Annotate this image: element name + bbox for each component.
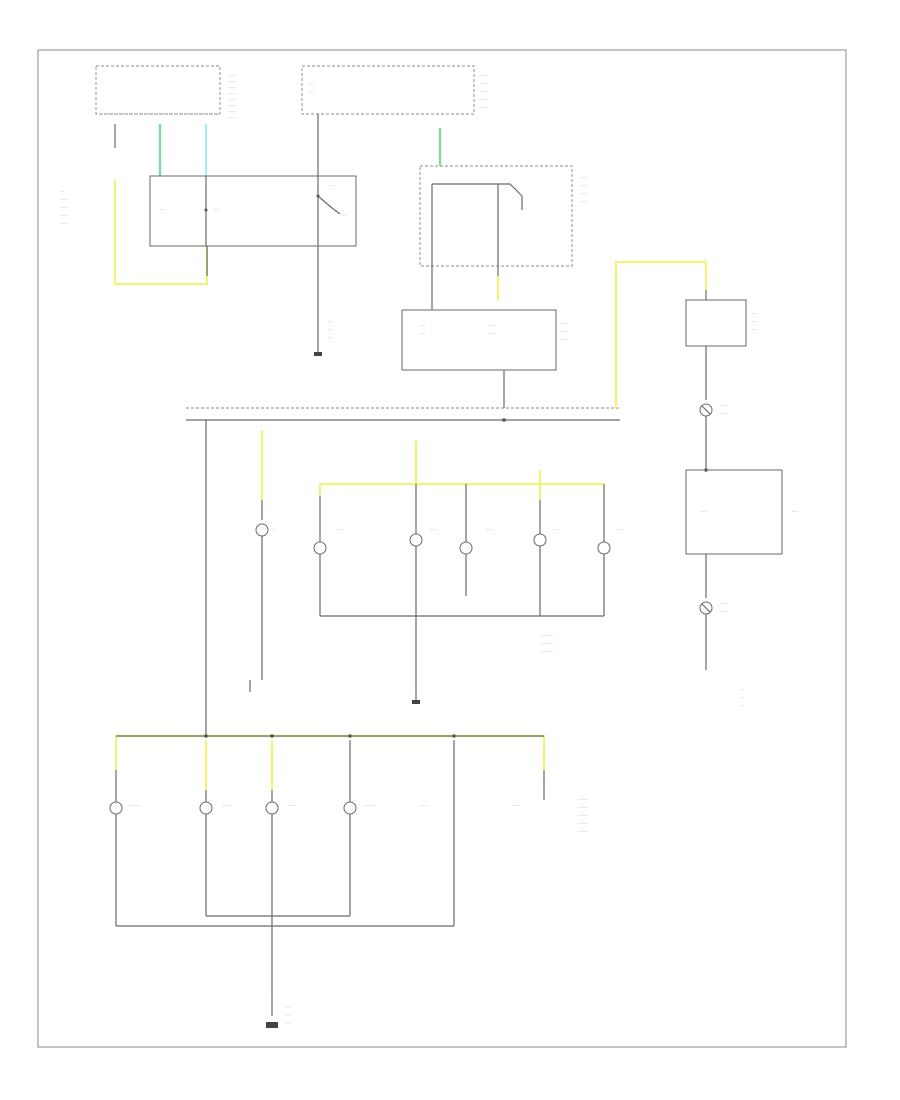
lamp-mid-1	[255, 523, 269, 537]
svg-text:............: ............	[540, 648, 553, 653]
svg-text:.......: .......	[228, 84, 236, 89]
right-connector-box	[685, 299, 747, 347]
svg-text:......: ......	[486, 526, 493, 531]
svg-text:.......: .......	[480, 72, 488, 77]
svg-text:......: ......	[580, 198, 587, 203]
svg-text:......: ......	[722, 608, 729, 613]
ground-top	[314, 346, 322, 356]
svg-text:.......: .......	[60, 204, 68, 209]
lamp-mid-6	[597, 541, 611, 555]
svg-text:.......: .......	[228, 90, 236, 95]
svg-text:....: ....	[214, 206, 218, 211]
svg-text:......: ......	[560, 320, 567, 325]
svg-text:.......: .......	[228, 102, 236, 107]
svg-text:.......: .......	[60, 196, 68, 201]
svg-text:......: ......	[616, 526, 623, 531]
svg-text:....: ....	[60, 188, 64, 193]
svg-text:....: ....	[270, 526, 274, 531]
svg-text:.......: .......	[60, 220, 68, 225]
svg-text:.......: .......	[288, 802, 296, 807]
svg-text:.......: .......	[228, 114, 236, 119]
svg-text:......: ......	[336, 526, 343, 531]
svg-text:........: ........	[578, 828, 587, 833]
right-switch-box	[685, 469, 783, 555]
lamp-mid-2	[313, 541, 327, 555]
svg-text:.......: .......	[480, 104, 488, 109]
svg-text:....: ....	[740, 702, 744, 707]
svg-text:......: ......	[722, 402, 729, 407]
svg-text:.......: .......	[228, 108, 236, 113]
middle-control-module	[401, 309, 557, 371]
svg-text:........: ........	[578, 820, 587, 825]
svg-text:....: ....	[286, 1004, 290, 1009]
svg-text:......: ......	[580, 174, 587, 179]
ground-middle	[412, 690, 420, 704]
svg-text:....: ....	[740, 694, 744, 699]
svg-text:....: ....	[328, 334, 332, 339]
svg-text:.........: .........	[364, 802, 374, 807]
svg-text:.....: .....	[490, 330, 496, 335]
ground-bottom	[266, 996, 278, 1028]
left-module-box	[149, 175, 357, 247]
svg-text:............: ............	[540, 632, 553, 637]
top-left-connector	[95, 65, 221, 115]
svg-text:............: ............	[540, 640, 553, 645]
lamp-bottom-1	[109, 801, 123, 815]
svg-text:....: ....	[328, 326, 332, 331]
svg-text:....: ....	[286, 1020, 290, 1025]
svg-text:.....: .....	[490, 322, 496, 327]
svg-text:.....: .....	[160, 206, 166, 211]
svg-text:......: ......	[554, 526, 561, 531]
svg-text:.....: .....	[752, 310, 758, 315]
svg-text:.....: .....	[420, 330, 426, 335]
svg-text:.......: .......	[228, 96, 236, 101]
svg-text:....: ....	[286, 1012, 290, 1017]
svg-text:......: ......	[580, 182, 587, 187]
yellow-lamp-bus-mid	[318, 482, 604, 496]
lamp-mid-4	[459, 541, 473, 555]
svg-text:........: ........	[578, 796, 587, 801]
lamp-bottom-3	[265, 801, 279, 815]
lamp-mid-5	[533, 533, 547, 547]
svg-text:....: ....	[310, 88, 314, 93]
svg-text:......: ......	[722, 410, 729, 415]
svg-text:.......: .......	[480, 80, 488, 85]
top-mid-relay-box	[419, 165, 573, 267]
yellow-wire-right	[614, 260, 708, 408]
svg-text:.......: .......	[480, 96, 488, 101]
svg-text:.......: .......	[420, 802, 428, 807]
svg-text:.......: .......	[228, 78, 236, 83]
svg-text:......: ......	[722, 600, 729, 605]
svg-text:.......: .......	[222, 802, 230, 807]
diagram-frame	[37, 49, 847, 1048]
lamp-bottom-2	[199, 801, 213, 815]
svg-text:........: ........	[578, 804, 587, 809]
svg-text:........: ........	[578, 812, 587, 817]
svg-text:....: ....	[342, 212, 346, 217]
svg-text:.....: .....	[330, 182, 336, 187]
svg-text:......: ......	[560, 336, 567, 341]
yellow-lamp-bus-bottom	[114, 734, 546, 770]
lamp-mid-3	[409, 533, 423, 547]
svg-text:.....: .....	[752, 318, 758, 323]
svg-text:......: ......	[700, 508, 707, 513]
svg-text:.....: .....	[420, 322, 426, 327]
svg-text:......: ......	[560, 328, 567, 333]
svg-text:.....: .....	[752, 326, 758, 331]
svg-text:....: ....	[740, 686, 744, 691]
lamp-bottom-4	[343, 801, 357, 815]
svg-text:.......: .......	[60, 212, 68, 217]
svg-text:.........: .........	[130, 802, 140, 807]
svg-text:......: ......	[430, 526, 437, 531]
svg-text:.......: .......	[512, 802, 520, 807]
svg-text:.......: .......	[228, 72, 236, 77]
svg-text:....: ....	[328, 318, 332, 323]
top-mid-connector	[301, 65, 475, 115]
svg-text:......: ......	[580, 190, 587, 195]
svg-text:....: ....	[310, 80, 314, 85]
svg-text:.......: .......	[480, 88, 488, 93]
svg-text:......: ......	[792, 508, 799, 513]
yellow-wire-left-loop	[113, 180, 209, 286]
